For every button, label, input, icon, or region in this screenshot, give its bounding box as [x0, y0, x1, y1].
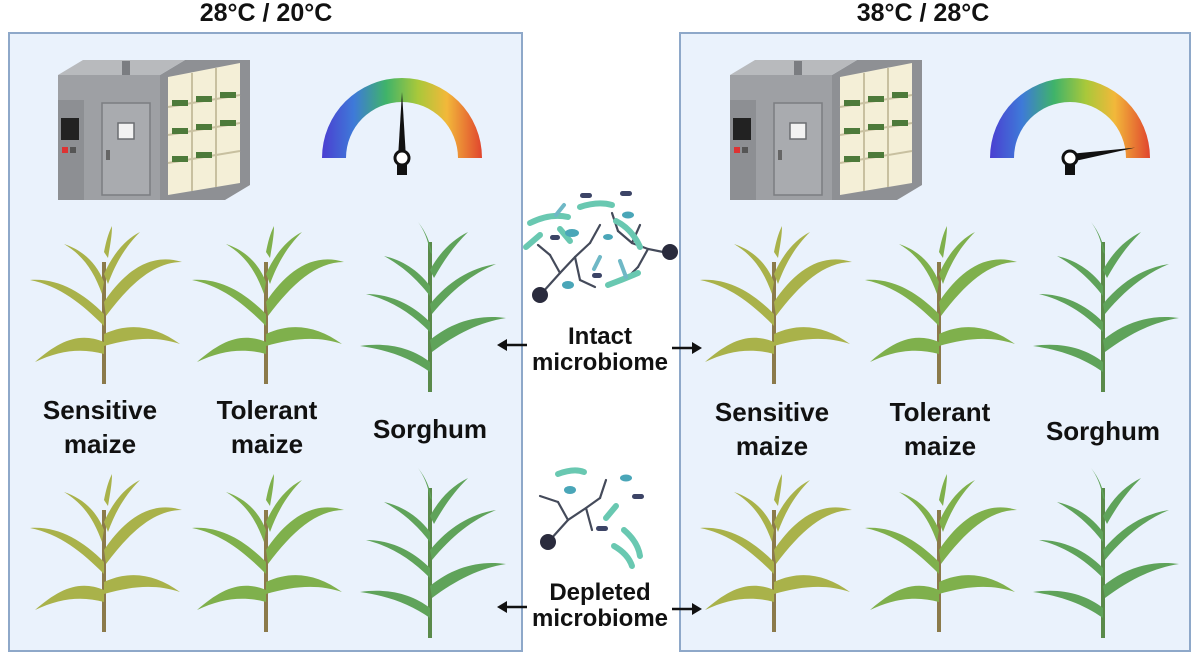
plant-label-tolerant-maize: Tolerant maize — [889, 397, 991, 461]
gauge-base — [1065, 165, 1075, 175]
gauge-needle — [398, 92, 406, 158]
intact-microbe-cluster-icon — [523, 191, 678, 303]
plant-label-sensitive-maize: Sensitive maize — [42, 395, 158, 459]
sorghum-plant-icon — [352, 468, 512, 638]
intact-microbiome-label: Intact microbiome — [531, 323, 669, 376]
gauge-hub — [1061, 149, 1079, 167]
tolerant-maize-plant-icon — [855, 222, 1025, 384]
gauge-hub — [393, 149, 411, 167]
temperature-gauge-icon — [322, 78, 482, 175]
sorghum-plant-icon — [1025, 468, 1185, 638]
left-temperature-title: 28°C / 20°C — [199, 0, 333, 27]
arrow-right-icon — [672, 342, 702, 354]
gauge-needle — [1069, 147, 1136, 162]
gauge-base — [397, 165, 407, 175]
depleted-microbiome-label: Depleted microbiome — [531, 579, 669, 632]
arrow-left-icon — [497, 601, 527, 613]
temperature-gauge-icon — [990, 78, 1150, 175]
arrow-right-icon — [672, 603, 702, 615]
sorghum-plant-icon — [1025, 222, 1185, 392]
sorghum-plant-icon — [352, 222, 512, 392]
growth-chamber-icon — [50, 55, 250, 205]
tolerant-maize-plant-icon — [182, 222, 352, 384]
sensitive-maize-plant-icon — [20, 222, 190, 384]
depleted-microbe-cluster-icon — [538, 467, 644, 569]
tolerant-maize-plant-icon — [182, 470, 352, 632]
growth-chamber-icon — [722, 55, 922, 205]
sensitive-maize-plant-icon — [690, 470, 860, 632]
right-temperature-title: 38°C / 28°C — [856, 0, 990, 27]
sensitive-maize-plant-icon — [20, 470, 190, 632]
gauge-arc — [990, 78, 1150, 158]
plant-label-sorghum: Sorghum — [1045, 416, 1161, 446]
sensitive-maize-plant-icon — [690, 222, 860, 384]
plant-label-sorghum: Sorghum — [372, 414, 488, 444]
plant-label-tolerant-maize: Tolerant maize — [216, 395, 318, 459]
arrow-left-icon — [497, 339, 527, 351]
gauge-arc — [322, 78, 482, 158]
plant-label-sensitive-maize: Sensitive maize — [714, 397, 830, 461]
tolerant-maize-plant-icon — [855, 470, 1025, 632]
